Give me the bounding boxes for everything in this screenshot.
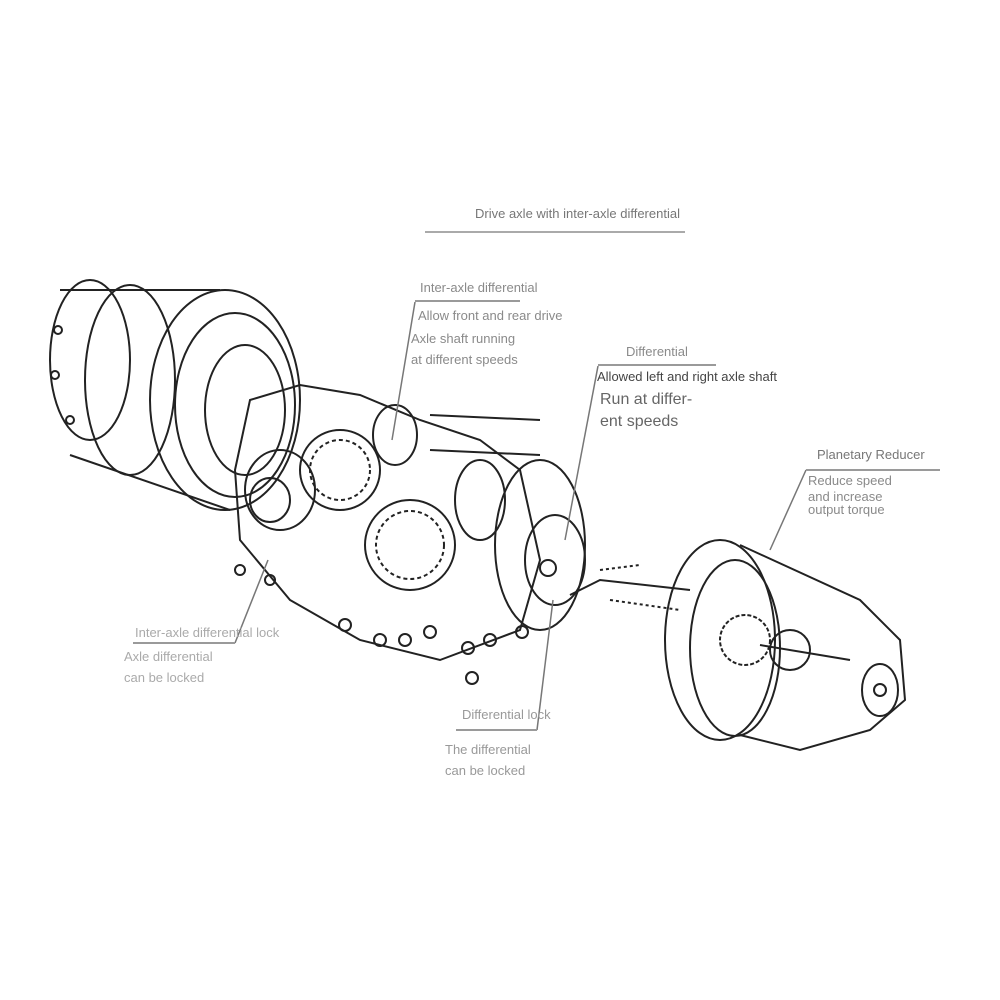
inter-axle-lock-underline <box>133 642 235 644</box>
inter-axle-lock-desc-1: Axle differential <box>124 649 213 664</box>
leader-inter-axle-lock <box>234 559 269 644</box>
differential-lock-desc-2: can be locked <box>445 763 526 778</box>
planetary-reducer-desc-1: Reduce speed <box>808 473 892 488</box>
leader-differential <box>564 365 599 541</box>
leader-differential-lock <box>536 599 554 731</box>
inter-axle-differential-desc-1: Allow front and rear drive <box>418 308 563 323</box>
title-underline <box>425 231 685 233</box>
differential-underline <box>598 364 716 366</box>
planetary-reducer-desc-2: and increase <box>808 489 883 504</box>
planetary-reducer-heading: Planetary Reducer <box>817 447 925 462</box>
differential-heading: Differential <box>626 344 688 359</box>
center-housing <box>233 383 542 685</box>
inter-axle-differential-heading: Inter-axle differential <box>420 280 538 295</box>
planetary-reducer-desc-3: output torque <box>808 502 885 517</box>
leader-planetary-reducer <box>769 469 807 551</box>
differential-lock-underline <box>456 729 537 731</box>
differential-desc-1: Allowed left and right axle shaft <box>597 369 777 384</box>
inter-axle-differential-underline <box>415 300 520 302</box>
planetary-reducer-underline <box>806 469 940 471</box>
differential-desc-3: ent speeds <box>600 413 679 430</box>
leader-inter-axle-differential <box>391 301 416 441</box>
inter-axle-differential-desc-2: Axle shaft running <box>411 331 516 346</box>
differential-housing <box>494 459 691 631</box>
differential-lock-desc-1: The differential <box>445 742 531 757</box>
differential-lock-heading: Differential lock <box>462 707 551 722</box>
differential-desc-2: Run at differ- <box>600 391 693 408</box>
inter-axle-lock-heading: Inter-axle differential lock <box>135 625 280 640</box>
inter-axle-lock-desc-2: can be locked <box>124 670 205 685</box>
right-wheel-hub <box>664 539 907 752</box>
inter-axle-differential-desc-3: at different speeds <box>411 352 518 367</box>
diagram-title: Drive axle with inter-axle differential <box>475 206 680 221</box>
left-wheel-hub <box>49 279 301 511</box>
